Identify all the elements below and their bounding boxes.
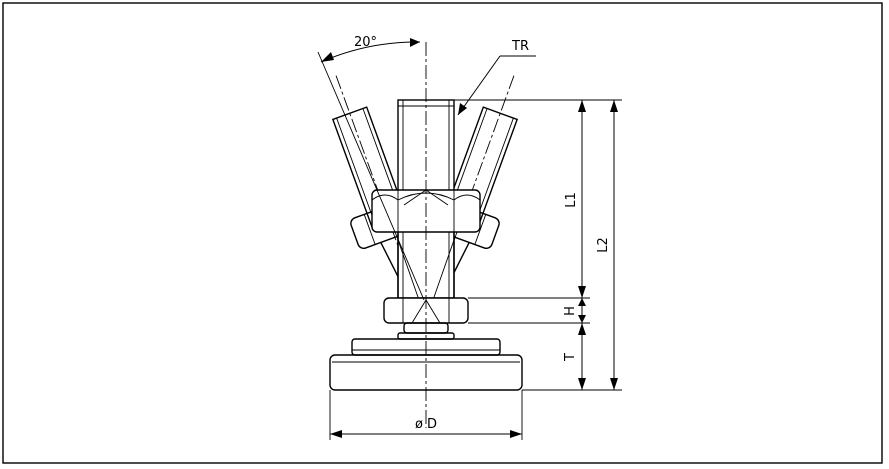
dimension-l1 — [578, 100, 586, 298]
hex-nut-lower — [383, 297, 469, 324]
dimension-t — [578, 323, 586, 390]
t-label: T — [563, 353, 578, 362]
angle-dimension — [317, 38, 425, 301]
l1-label: L1 — [564, 192, 579, 208]
drawing-frame — [2, 2, 883, 464]
thread-leader — [457, 55, 536, 116]
dimension-diameter — [329, 390, 523, 440]
dimension-h — [578, 298, 586, 323]
thread-label: TR — [511, 39, 529, 54]
extension-lines — [454, 99, 622, 391]
h-label: H — [563, 306, 578, 316]
angle-label: 20° — [354, 35, 377, 50]
dimension-l2 — [610, 100, 618, 390]
l2-label: L2 — [596, 237, 611, 253]
diameter-label: ø D — [415, 417, 437, 432]
